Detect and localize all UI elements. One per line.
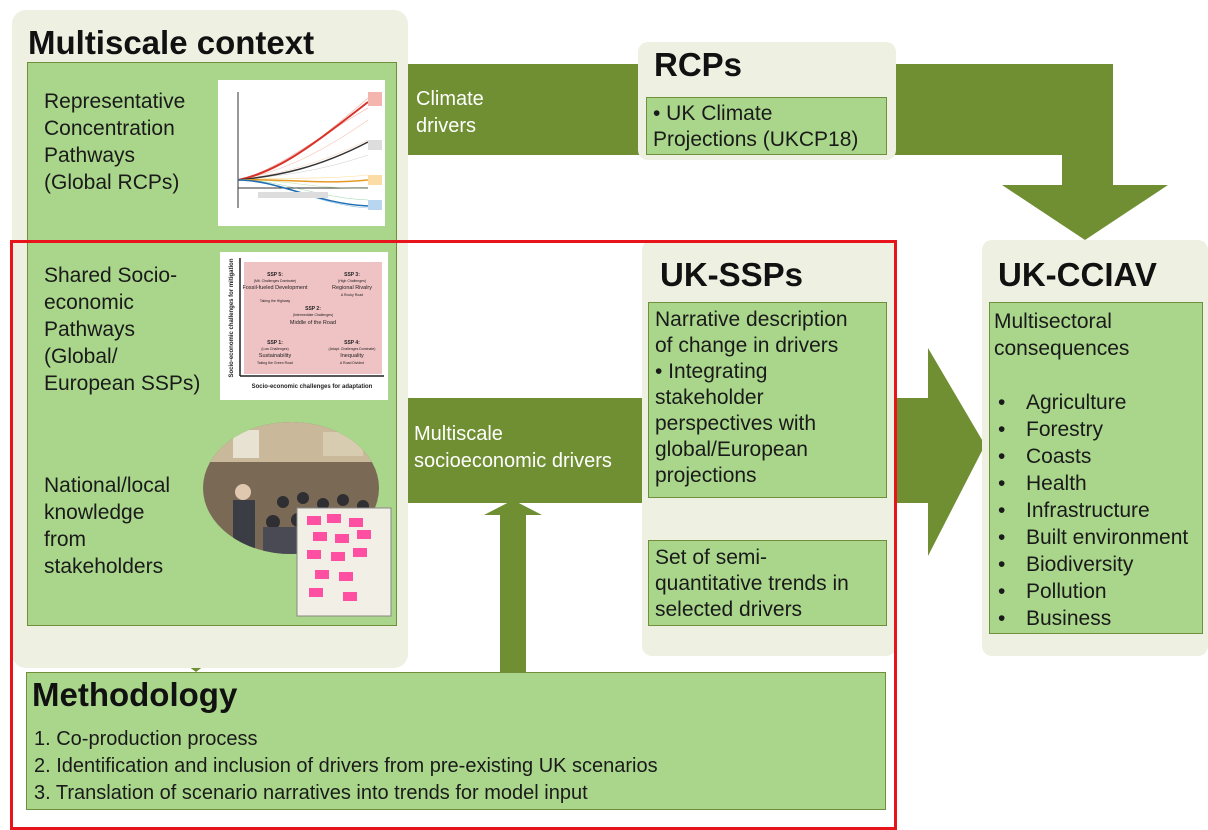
- methodology-step: 2. Identification and inclusion of drive…: [34, 755, 658, 777]
- ssp4-name: Inequality: [340, 353, 364, 359]
- ssp2-subtitle: (Intermediate Challenges): [293, 313, 333, 317]
- methodology-title: Methodology: [32, 676, 238, 713]
- methodology-step: 1. Co-production process: [34, 728, 258, 750]
- sector-item: Infrastructure: [994, 497, 1198, 524]
- narrative-description-box: Narrative description of change in drive…: [648, 302, 887, 498]
- ssp5-tagline: Taking the Highway: [260, 299, 291, 303]
- ssp-description: Shared Socio- economic Pathways (Global/…: [44, 264, 201, 395]
- ssp-chart-xlabel: Socio-economic challenges for adaptation: [252, 384, 373, 390]
- rcp-description: Representative Concentration Pathways (G…: [44, 90, 186, 194]
- ssp-challenge-space-chart: SSP 5: (Mit. Challenges Dominate) Fossil…: [220, 252, 388, 400]
- uk-ssps-scope-highlight: [10, 240, 897, 830]
- ssp1-name: Sustainability: [259, 353, 292, 359]
- methodology-steps: 1. Co-production process 2. Identificati…: [34, 726, 658, 807]
- socioeconomic-drivers-label: Multiscale socioeconomic drivers: [414, 423, 612, 472]
- ssp5-subtitle: (Mit. Challenges Dominate): [254, 279, 296, 283]
- ssp-chart-ylabel: Socio-economic challenges for mitigation: [229, 258, 235, 377]
- ukcciav-title: UK-CCIAV: [998, 256, 1157, 293]
- sector-item: Agriculture: [994, 389, 1198, 416]
- sector-list: Agriculture Forestry Coasts Health Infra…: [994, 389, 1198, 632]
- multiscale-context-title: Multiscale context: [28, 24, 315, 61]
- ssp1-subtitle: (Low Challenges): [261, 347, 288, 351]
- sector-item: Forestry: [994, 416, 1198, 443]
- methodology-step: 3. Translation of scenario narratives in…: [34, 782, 588, 804]
- rcp-emissions-chart-image: [218, 80, 385, 226]
- sector-item: Health: [994, 470, 1198, 497]
- ukcp18-box: • UK Climate Projections (UKCP18): [646, 97, 887, 155]
- sector-item: Business: [994, 605, 1198, 632]
- ssp3-name: Regional Rivalry: [332, 285, 372, 291]
- sector-item: Coasts: [994, 443, 1198, 470]
- sector-item: Built environment: [994, 524, 1198, 551]
- multisectoral-consequences-box: Multisectoral consequences Agriculture F…: [989, 302, 1203, 634]
- ssp3-tagline: A Rocky Road: [341, 293, 363, 297]
- ssp1-label: SSP 1:: [267, 340, 283, 346]
- ssp4-subtitle: (Adapt. Challenges Dominate): [329, 347, 376, 351]
- sector-item: Pollution: [994, 578, 1198, 605]
- rcps-title: RCPs: [654, 46, 743, 83]
- ssp4-tagline: A Road Divided: [340, 361, 364, 365]
- methodology-box: [26, 672, 886, 810]
- ssp1-tagline: Taking the Green Road: [257, 361, 293, 365]
- stakeholder-workshop-photo: [203, 422, 392, 617]
- ssp5-label: SSP 5:: [267, 272, 283, 278]
- ssp3-subtitle: (High Challenges): [338, 279, 366, 283]
- ssp3-label: SSP 3:: [344, 272, 360, 278]
- climate-drivers-label: Climate drivers: [416, 88, 484, 137]
- ssp4-label: SSP 4:: [344, 340, 360, 346]
- ssp2-name: Middle of the Road: [290, 320, 336, 326]
- semi-quantitative-trends-box: Set of semi- quantitative trends in sele…: [648, 540, 887, 626]
- ukssps-title: UK-SSPs: [660, 256, 804, 293]
- sector-item: Biodiversity: [994, 551, 1198, 578]
- ssp2-label: SSP 2:: [305, 306, 321, 312]
- ssp5-name: Fossil-fueled Development: [242, 285, 308, 291]
- methodology-to-drivers-arrow: [484, 500, 542, 672]
- local-knowledge-description: National/local knowledge from stakeholde…: [44, 474, 171, 578]
